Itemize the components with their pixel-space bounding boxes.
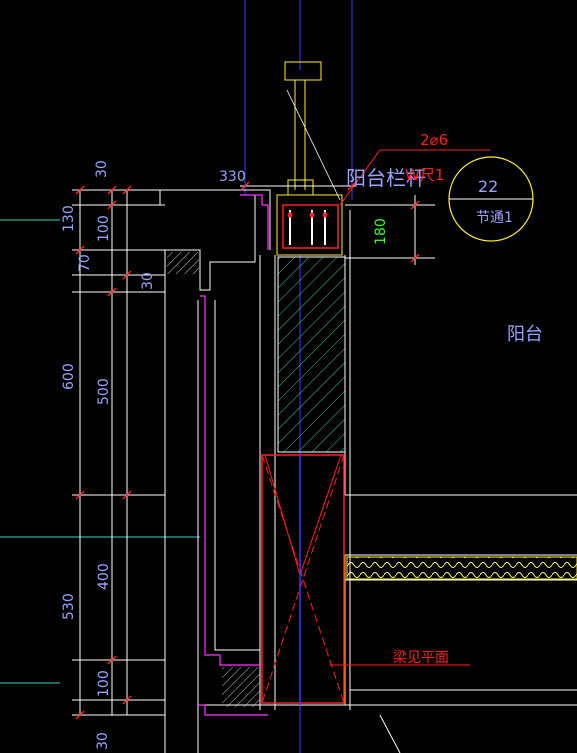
detail-name: 节通1 [476,210,513,226]
left-dimension-lines [72,189,165,716]
hatched-cap-top [167,252,199,274]
rebar-label: 2⌀6 [420,131,448,149]
dim-130: 130 [61,205,77,232]
dim-70: 70 [77,254,93,272]
railing-diagonal [286,89,341,201]
lintel-section [261,454,345,704]
dim-30-small: 30 [140,272,156,290]
railing-extra-label: W尺1 [405,166,444,184]
dimension-330-line [240,181,357,191]
dimension-ticks [75,185,132,720]
insulation-layer [346,556,577,580]
rebar-box [282,204,339,249]
dim-30-top: 30 [94,160,110,178]
dim-500: 500 [96,378,112,405]
cyan-leader-lines [0,219,200,684]
balcony-label: 阳台 [507,324,543,345]
detail-number: 22 [478,177,498,196]
rebar-leader [339,149,490,206]
dim-100-top: 100 [96,215,112,242]
hatched-wall-block [277,256,346,453]
beam-note-label: 梁见平面 [393,650,449,666]
magenta-finish [197,194,269,716]
wall-outline [159,189,577,753]
dim-30-bottom-left: 30 [95,732,111,750]
hatched-cap-bottom [222,667,260,707]
dim-530: 530 [61,593,77,620]
dimension-180 [345,195,435,265]
detail-symbol [448,156,534,242]
railing-label: 阳台栏杆 [346,166,426,190]
yellow-outlines [276,61,346,705]
dim-100-bottom: 100 [96,670,112,697]
dim-180: 180 [373,218,389,245]
dim-400: 400 [96,563,112,590]
dim-600: 600 [61,363,77,390]
dim-330: 330 [219,169,246,185]
